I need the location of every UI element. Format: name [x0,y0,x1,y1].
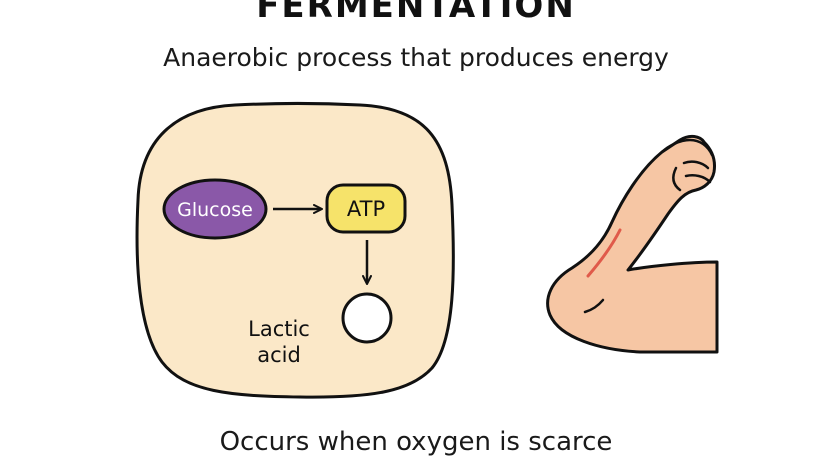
glucose-label: Glucose [177,199,253,221]
lactic-acid-node [341,292,393,344]
atp-label: ATP [347,197,385,221]
lactic-acid-label-line2: acid [257,343,301,367]
flexed-arm-icon [546,134,719,354]
footer-caption: Occurs when oxygen is scarce [219,427,613,457]
page-title: FERMENTATION [256,0,576,26]
glucose-node: Glucose [162,178,268,240]
page-subtitle: Anaerobic process that produces energy [163,43,669,72]
atp-node: ATP [325,183,407,234]
lactic-acid-label-line1: Lactic [248,317,310,341]
